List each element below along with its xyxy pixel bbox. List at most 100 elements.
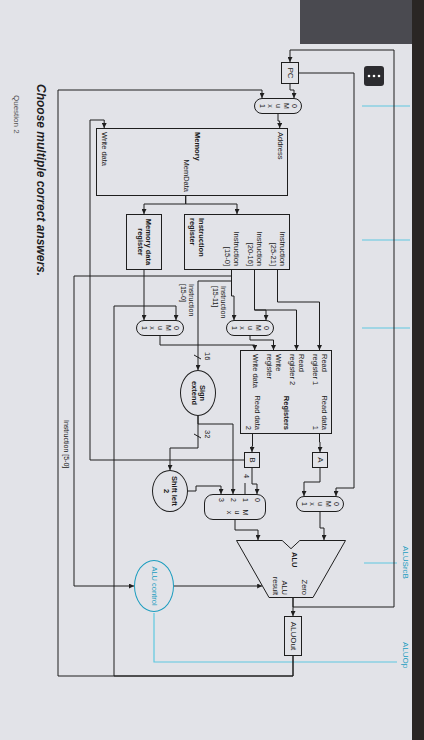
wire bbox=[278, 114, 280, 128]
unit-name: Sign extend bbox=[190, 375, 207, 411]
port-label: Zero bbox=[300, 580, 309, 595]
port-label: Read data 1 bbox=[311, 392, 328, 430]
unit-name: Registers bbox=[282, 396, 291, 430]
control-signal: ALUSrcB bbox=[401, 546, 410, 579]
wire bbox=[174, 586, 262, 587]
wire bbox=[290, 50, 394, 607]
wire bbox=[188, 486, 221, 494]
port-label: Read data 2 bbox=[244, 392, 261, 430]
field-label: Instruction [5-0] bbox=[62, 420, 71, 468]
question-prompt: Choose multiple correct answers. bbox=[34, 84, 48, 276]
mux-label: M u x bbox=[308, 500, 332, 508]
multiplexer: 0M u x1 bbox=[254, 98, 302, 114]
multiplexer: 0123M u x bbox=[204, 494, 266, 520]
memory-unit: AddressMemoryMemDataWrite data bbox=[96, 128, 288, 196]
register-file: Read register 1 Read register 2 Write regi… bbox=[240, 350, 332, 434]
wire bbox=[255, 270, 267, 320]
control-stub bbox=[362, 327, 410, 328]
port-label: Read register 2 bbox=[288, 354, 305, 392]
register-a: A bbox=[312, 452, 328, 468]
mux-label: M u x bbox=[225, 508, 249, 517]
wire bbox=[250, 336, 274, 350]
box-label: A bbox=[316, 457, 325, 462]
wire bbox=[144, 196, 186, 214]
wire bbox=[170, 416, 198, 470]
alu-shape bbox=[237, 541, 346, 598]
port-number: 0 bbox=[262, 326, 270, 330]
wire bbox=[198, 270, 232, 370]
port-label: Read register 1 bbox=[311, 354, 328, 392]
menu-dot bbox=[378, 75, 381, 78]
unit-name: Shift left 2 bbox=[162, 474, 179, 508]
multiplexer: 0M u x1 bbox=[226, 320, 274, 336]
control-stub bbox=[362, 105, 410, 106]
port-number: 1 bbox=[258, 104, 266, 108]
program-counter: PC bbox=[281, 62, 299, 84]
port-label: MemData bbox=[182, 132, 191, 192]
memory-data-register: Memory data register bbox=[126, 214, 162, 270]
alu-control-unit: ALU control bbox=[134, 560, 174, 612]
field-label: Instruction [25-21] bbox=[269, 218, 286, 266]
alu-unit: ZeroALUALU result bbox=[236, 540, 346, 598]
port-number: 0 bbox=[290, 104, 298, 108]
alu-outline bbox=[236, 540, 346, 598]
wire bbox=[290, 84, 294, 98]
mux-label: M u x bbox=[238, 324, 262, 332]
wire bbox=[144, 270, 145, 320]
port-label: Write register bbox=[265, 354, 282, 392]
screen-bezel bbox=[412, 0, 424, 740]
wire bbox=[235, 520, 258, 540]
instruction-register: Instruction [25-21]Instruction [20-16]In… bbox=[184, 214, 290, 270]
port-number: 0 bbox=[253, 498, 261, 502]
register-b: B bbox=[244, 452, 260, 468]
control-stub bbox=[364, 562, 397, 563]
menu-dot bbox=[373, 75, 376, 78]
mux-label: M u x bbox=[266, 102, 290, 110]
wire bbox=[58, 90, 293, 676]
wire bbox=[304, 468, 320, 496]
port-label: Write data bbox=[100, 132, 109, 192]
unit-name: Instruction register bbox=[188, 218, 205, 266]
wire bbox=[319, 434, 321, 452]
wire bbox=[186, 196, 237, 214]
menu-button bbox=[364, 66, 384, 86]
control-stub bbox=[362, 239, 410, 240]
bus-width: 32 bbox=[203, 430, 212, 438]
menu-dot bbox=[368, 75, 371, 78]
aluop-line bbox=[154, 613, 397, 662]
port-number: 1 bbox=[241, 498, 249, 502]
field-label: Instruction [15-11] bbox=[211, 286, 227, 319]
sign-extend-unit: Sign extend bbox=[180, 370, 216, 416]
port-column: Read data 1 Registers Read data 2 bbox=[244, 392, 328, 430]
port-number: 1 bbox=[300, 502, 308, 506]
unit-name: Memory data register bbox=[136, 218, 153, 266]
wire bbox=[198, 416, 233, 494]
constant-value: 4 bbox=[242, 474, 251, 478]
control-signal: ALUOp bbox=[401, 642, 410, 668]
bus-width: 16 bbox=[203, 352, 212, 360]
wire bbox=[74, 270, 232, 586]
box-label: PC bbox=[286, 67, 295, 78]
wire bbox=[160, 336, 255, 350]
port-number: 0 bbox=[332, 502, 340, 506]
port-label: Write data bbox=[251, 354, 260, 392]
header-shadow bbox=[300, 0, 412, 44]
multiplexer: 0M u x1 bbox=[296, 496, 344, 512]
constant-stub bbox=[245, 483, 246, 494]
port-number: 3 bbox=[217, 498, 225, 502]
port-number: 1 bbox=[140, 326, 148, 330]
question-number: Question 2 bbox=[12, 95, 21, 134]
wire bbox=[320, 512, 324, 540]
port-number: 1 bbox=[230, 326, 238, 330]
port-number: 0 bbox=[172, 326, 180, 330]
wire bbox=[114, 306, 293, 676]
alu-out-register: ALUOut bbox=[284, 616, 302, 656]
wire bbox=[252, 468, 257, 494]
unit-name: ALU control bbox=[150, 566, 159, 605]
field-label: Instruction [15-0] bbox=[223, 218, 240, 266]
unit-name: Memory bbox=[193, 132, 202, 192]
